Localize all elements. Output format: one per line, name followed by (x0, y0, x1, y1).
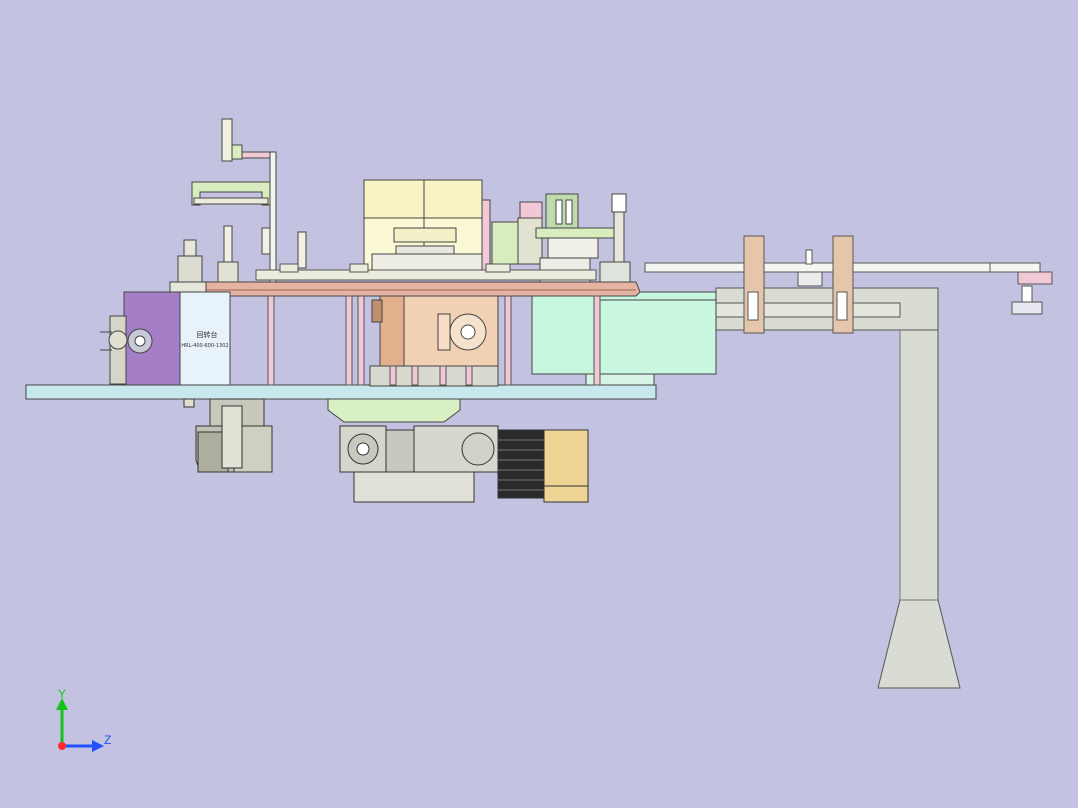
mint-cabinet[interactable] (531, 291, 717, 386)
frame-column (877, 329, 961, 689)
triad-y-label: Y (58, 687, 66, 701)
turntable-fixtures (255, 263, 597, 281)
turntable-disk[interactable] (205, 281, 641, 297)
main-gear-motor[interactable] (339, 425, 589, 503)
support-frame[interactable] (644, 235, 1053, 689)
coordinate-triad: Y Z (56, 687, 111, 752)
motor-adapter (327, 398, 461, 423)
triad-z-label: Z (104, 733, 111, 747)
base-plate[interactable] (25, 384, 657, 400)
rotary-indexer[interactable]: 回转台 HRL-400-600-1302 (100, 239, 231, 386)
top-left-bracket (191, 118, 307, 283)
cam-gearbox[interactable] (369, 295, 499, 387)
belt-drive[interactable] (183, 398, 273, 473)
pick-place-unit[interactable] (491, 193, 631, 283)
indexer-label-line2: HRL-400-600-1302 (181, 343, 228, 349)
motor-fins (497, 429, 545, 499)
indexer-label-line1: 回转台 (197, 330, 218, 339)
support-columns (267, 295, 601, 386)
indexer-label-box (179, 291, 231, 386)
feeder-housing[interactable] (363, 179, 491, 271)
triad-y-arrow (56, 698, 68, 710)
triad-origin (58, 742, 66, 750)
triad-z-arrow (92, 740, 104, 752)
